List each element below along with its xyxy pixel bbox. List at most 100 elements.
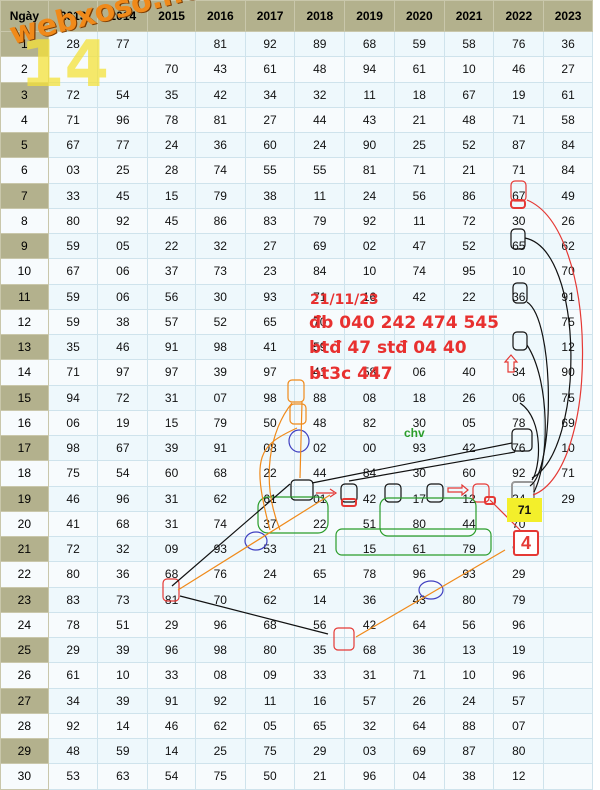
result-cell: 71 [393,157,445,184]
result-cell: 21 [294,763,346,790]
result-cell: 03 [344,737,395,765]
result-cell: 92 [97,207,149,235]
result-cell: 53 [47,763,99,790]
result-cell: 44 [294,106,346,134]
day-cell: 23 [0,586,49,613]
result-cell: 19 [493,636,545,664]
result-cell: 69 [543,409,593,437]
result-cell: 22 [443,283,495,310]
result-cell: 78 [47,611,99,639]
result-cell: 70 [493,510,545,538]
result-cell: 54 [97,81,149,108]
result-cell: 73 [97,586,149,613]
result-cell: 15 [344,535,395,563]
result-cell: 65 [493,232,545,260]
result-cell: 77 [97,30,149,58]
result-cell: 67 [47,258,99,285]
result-cell: 93 [443,561,495,588]
result-cell: 12 [543,333,593,361]
column-header-year: 2022 [493,0,545,32]
result-cell: 56 [393,182,445,209]
result-cell [443,333,495,361]
result-cell: 52 [443,232,495,260]
result-cell: 79 [294,207,346,235]
result-cell: 42 [443,434,495,462]
result-cell: 57 [147,308,196,336]
day-cell: 4 [0,106,49,134]
result-cell: 43 [194,56,246,83]
result-cell: 24 [147,131,196,159]
result-cell [543,535,593,563]
result-cell: 46 [147,712,196,740]
result-cell: 37 [244,510,296,538]
result-cell: 96 [97,485,149,512]
result-cell: 22 [147,232,196,260]
result-cell: 46 [47,485,99,512]
result-cell: 93 [194,535,246,563]
result-cell: 91 [147,333,196,361]
result-cell: 75 [244,737,296,765]
day-cell: 25 [0,636,49,664]
result-cell: 46 [97,333,149,361]
result-cell: 25 [97,157,149,184]
result-cell: 68 [344,636,395,664]
result-cell: 30 [194,283,246,310]
result-cell: 83 [244,207,296,235]
result-cell: 74 [194,157,246,184]
result-cell: 42 [344,611,395,639]
day-cell: 14 [0,359,49,386]
result-cell: 52 [443,131,495,159]
day-cell: 1 [0,30,49,58]
result-cell: 31 [147,384,196,411]
result-cell: 61 [393,56,445,83]
result-cell: 08 [244,434,296,462]
result-cell: 58 [543,106,593,134]
result-cell: 71 [493,157,545,184]
result-cell: 69 [393,737,445,765]
result-cell: 41 [47,510,99,538]
column-header-year: 2013 [47,0,99,32]
result-cell: 65 [244,308,296,336]
result-cell: 62 [194,485,246,512]
column-header-year: 2014 [97,0,149,32]
result-cell [543,712,593,740]
result-cell: 61 [244,485,296,512]
result-cell: 44 [443,510,495,538]
result-cell: 34 [493,359,545,386]
column-header-year: 2015 [147,0,196,32]
result-cell: 76 [493,30,545,58]
result-cell: 84 [543,157,593,184]
result-cell: 64 [393,712,445,740]
result-cell: 38 [244,182,296,209]
result-cell: 06 [97,283,149,310]
day-cell: 2 [0,56,49,83]
result-cell: 49 [543,182,593,209]
result-cell: 21 [393,106,445,134]
result-cell: 32 [294,81,346,108]
result-cell: 34 [493,485,545,512]
result-cell: 72 [47,81,99,108]
result-cell: 29 [47,636,99,664]
result-cell: 18 [393,384,445,411]
result-cell: 30 [493,207,545,235]
result-cell: 94 [344,56,395,83]
result-cell: 87 [443,737,495,765]
day-cell: 28 [0,712,49,740]
result-cell [97,56,149,83]
result-cell: 06 [97,258,149,285]
result-cell: 61 [543,81,593,108]
result-cell [543,662,593,689]
result-cell: 75 [194,763,246,790]
result-cell: 61 [244,56,296,83]
result-cell: 06 [47,409,99,437]
result-cell: 59 [47,283,99,310]
result-cell [344,308,395,336]
result-cell: 72 [443,207,495,235]
